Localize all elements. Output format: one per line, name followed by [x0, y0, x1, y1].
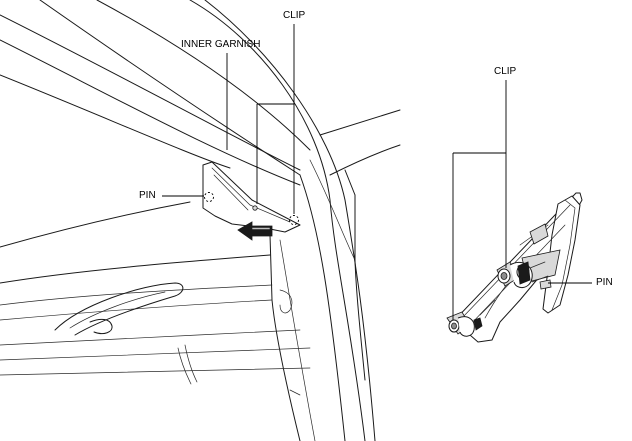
leader-lines-right: [452, 80, 592, 320]
label-pin-right: PIN: [596, 277, 613, 288]
leader-lines-left: [162, 24, 295, 214]
clip-location-left: [252, 205, 258, 211]
clip-part-upper: [496, 261, 549, 288]
label-clip-right: CLIP: [494, 66, 517, 77]
garnish-back-view: [446, 192, 583, 343]
pin-part: [539, 279, 552, 290]
label-pin-left: PIN: [139, 190, 156, 201]
clip-location-right: [289, 215, 299, 225]
removal-arrow-icon: [237, 221, 273, 241]
label-inner-garnish: INNER GARNISH: [181, 39, 261, 50]
vehicle-body: [0, 0, 401, 441]
label-clip-left: CLIP: [283, 10, 306, 21]
pin-location: [204, 192, 214, 202]
inner-garnish-part: [202, 161, 301, 233]
